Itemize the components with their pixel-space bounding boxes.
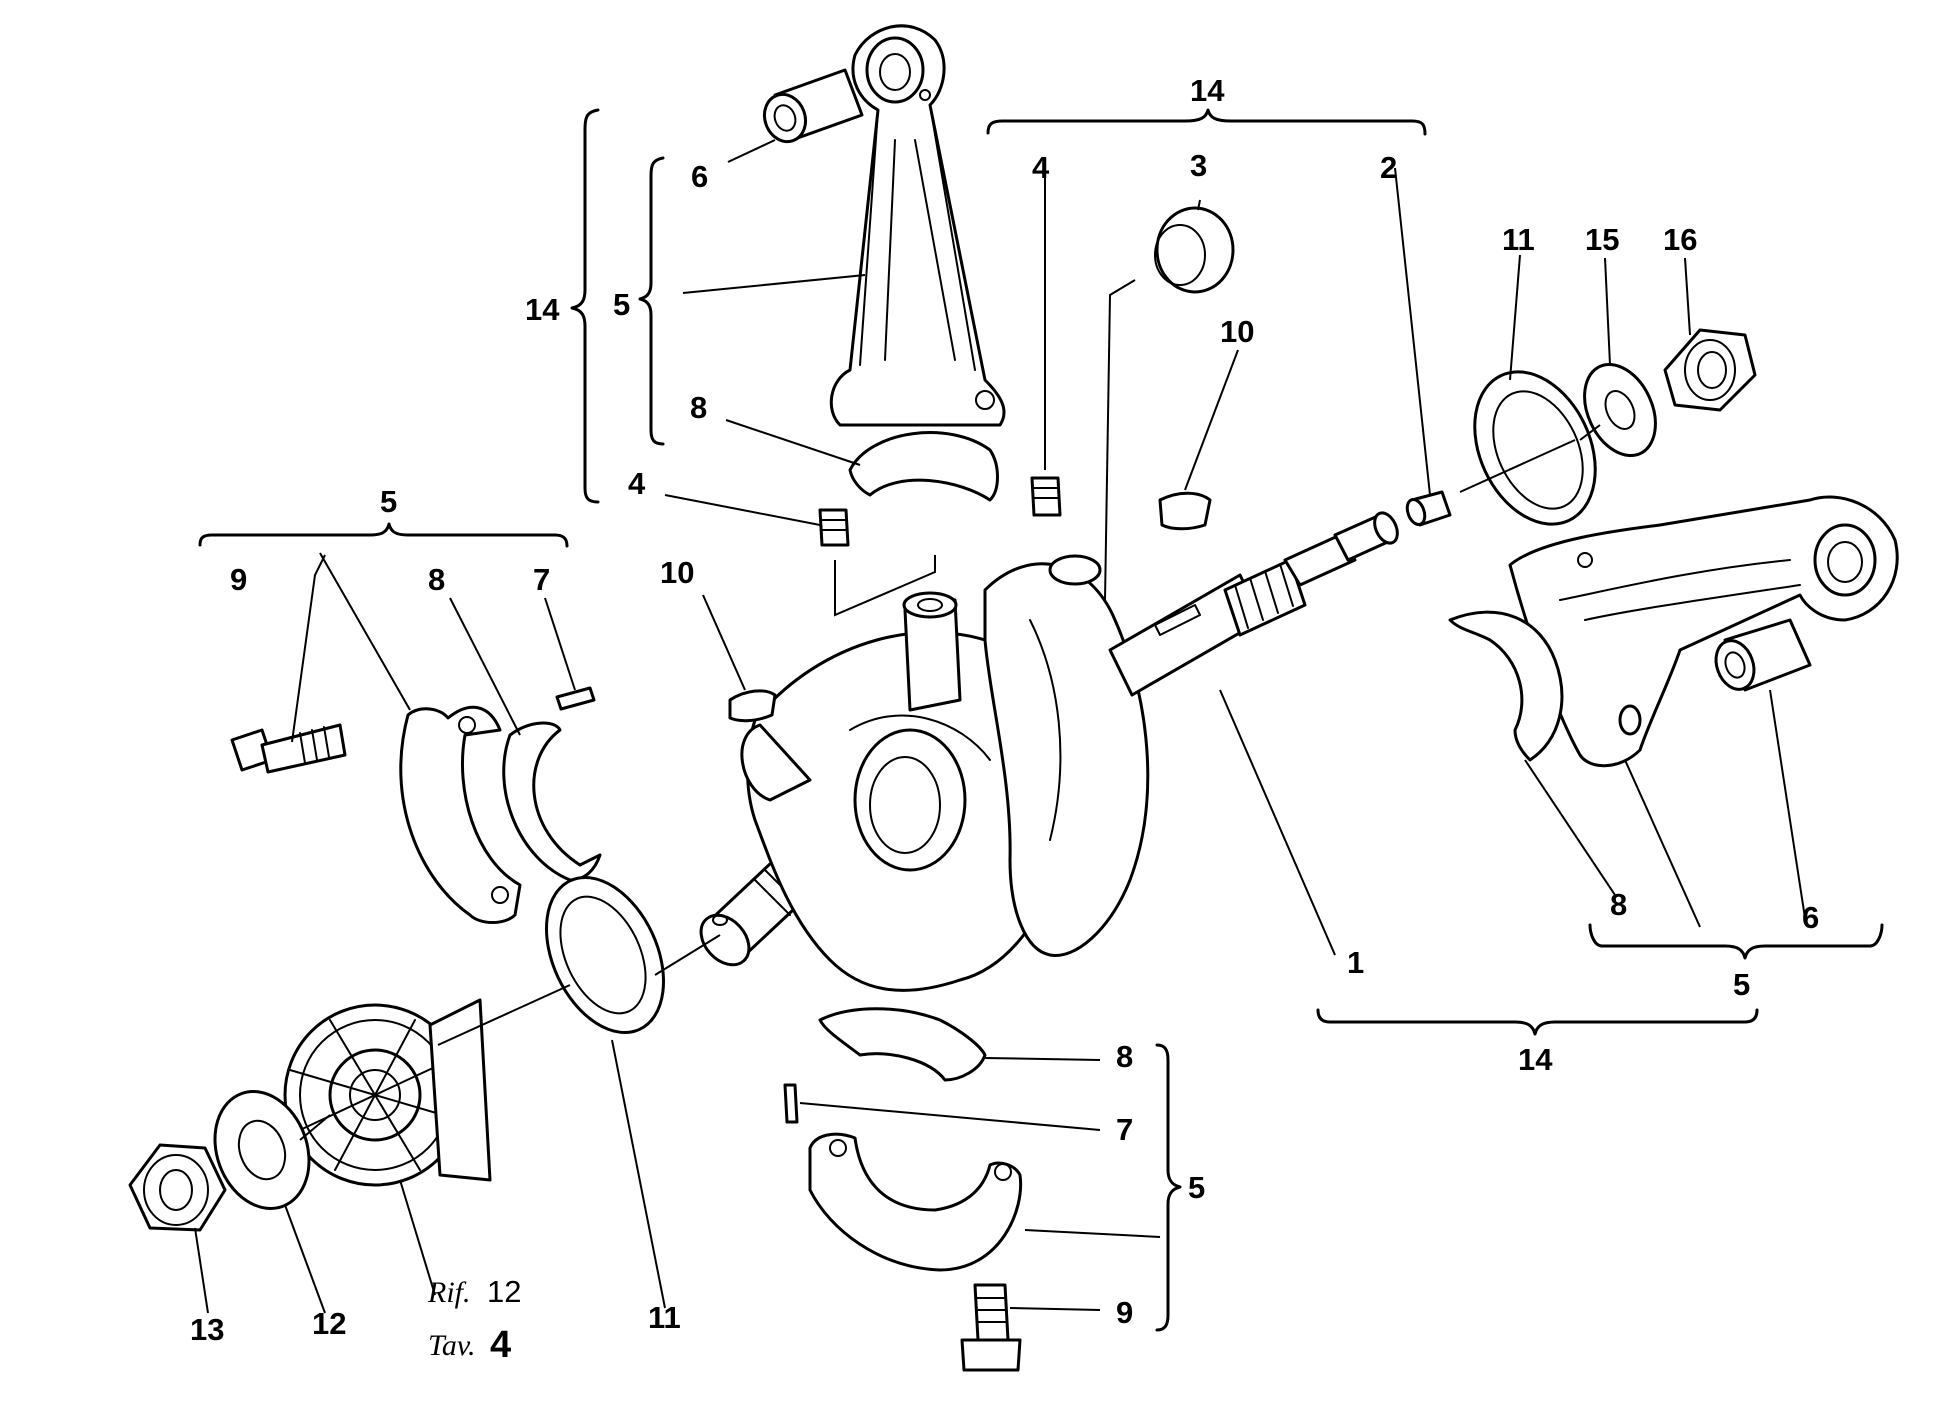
callout-14-upper-left: 14 <box>525 292 560 327</box>
callout-1: 1 <box>1347 945 1364 980</box>
callout-5-lower: 5 <box>1188 1170 1205 1205</box>
callout-10-left: 10 <box>660 555 694 590</box>
rif-value: 12 <box>487 1274 521 1309</box>
callout-14-upper-center: 14 <box>1190 73 1225 108</box>
callout-5-upper-left: 5 <box>613 287 630 322</box>
braces <box>198 108 1884 1332</box>
callout-labels: 14 5 6 8 4 4 14 3 2 10 11 15 16 5 9 8 7 … <box>190 73 1819 1347</box>
callout-5-right: 5 <box>1733 967 1750 1002</box>
callout-15: 15 <box>1585 222 1619 257</box>
callout-6-upper: 6 <box>691 159 708 194</box>
callout-7-left: 7 <box>533 562 550 597</box>
callout-10-upper: 10 <box>1220 314 1254 349</box>
callout-9-lower: 9 <box>1116 1295 1133 1330</box>
timing-gear <box>283 998 492 1187</box>
small-parts <box>128 206 1757 1232</box>
callout-4-upper: 4 <box>1032 150 1050 185</box>
callout-11-left: 11 <box>648 1300 681 1335</box>
rod-cap-left <box>230 686 777 924</box>
callout-2: 2 <box>1380 150 1397 185</box>
callout-8-left: 8 <box>428 562 445 597</box>
callout-11-right: 11 <box>1502 222 1535 257</box>
rif-label: Rif. <box>427 1276 471 1309</box>
callout-6-right: 6 <box>1802 900 1819 935</box>
reference-note: Rif. 12 Tav. 4 <box>427 1274 521 1366</box>
callout-7-lower: 7 <box>1116 1112 1133 1147</box>
connecting-rod-upper <box>762 24 1006 502</box>
callout-4-left: 4 <box>628 466 646 501</box>
connecting-rod-right <box>1448 495 1899 768</box>
callout-13: 13 <box>190 1312 224 1347</box>
callout-8-right: 8 <box>1610 887 1627 922</box>
callout-16: 16 <box>1663 222 1697 257</box>
leader-lines <box>194 139 1806 1314</box>
assembly-lines <box>299 279 1601 1141</box>
callout-8-upper: 8 <box>690 390 707 425</box>
callout-3: 3 <box>1190 148 1207 183</box>
callout-8-lower: 8 <box>1116 1039 1133 1074</box>
tav-value: 4 <box>490 1324 511 1366</box>
callout-5-left: 5 <box>380 484 397 519</box>
callout-14-right: 14 <box>1518 1042 1553 1077</box>
callout-9-left: 9 <box>230 562 247 597</box>
tav-label: Tav. <box>428 1329 476 1362</box>
crankshaft <box>699 511 1399 992</box>
rod-cap-lower <box>783 1007 1023 1372</box>
callout-12: 12 <box>312 1306 346 1341</box>
